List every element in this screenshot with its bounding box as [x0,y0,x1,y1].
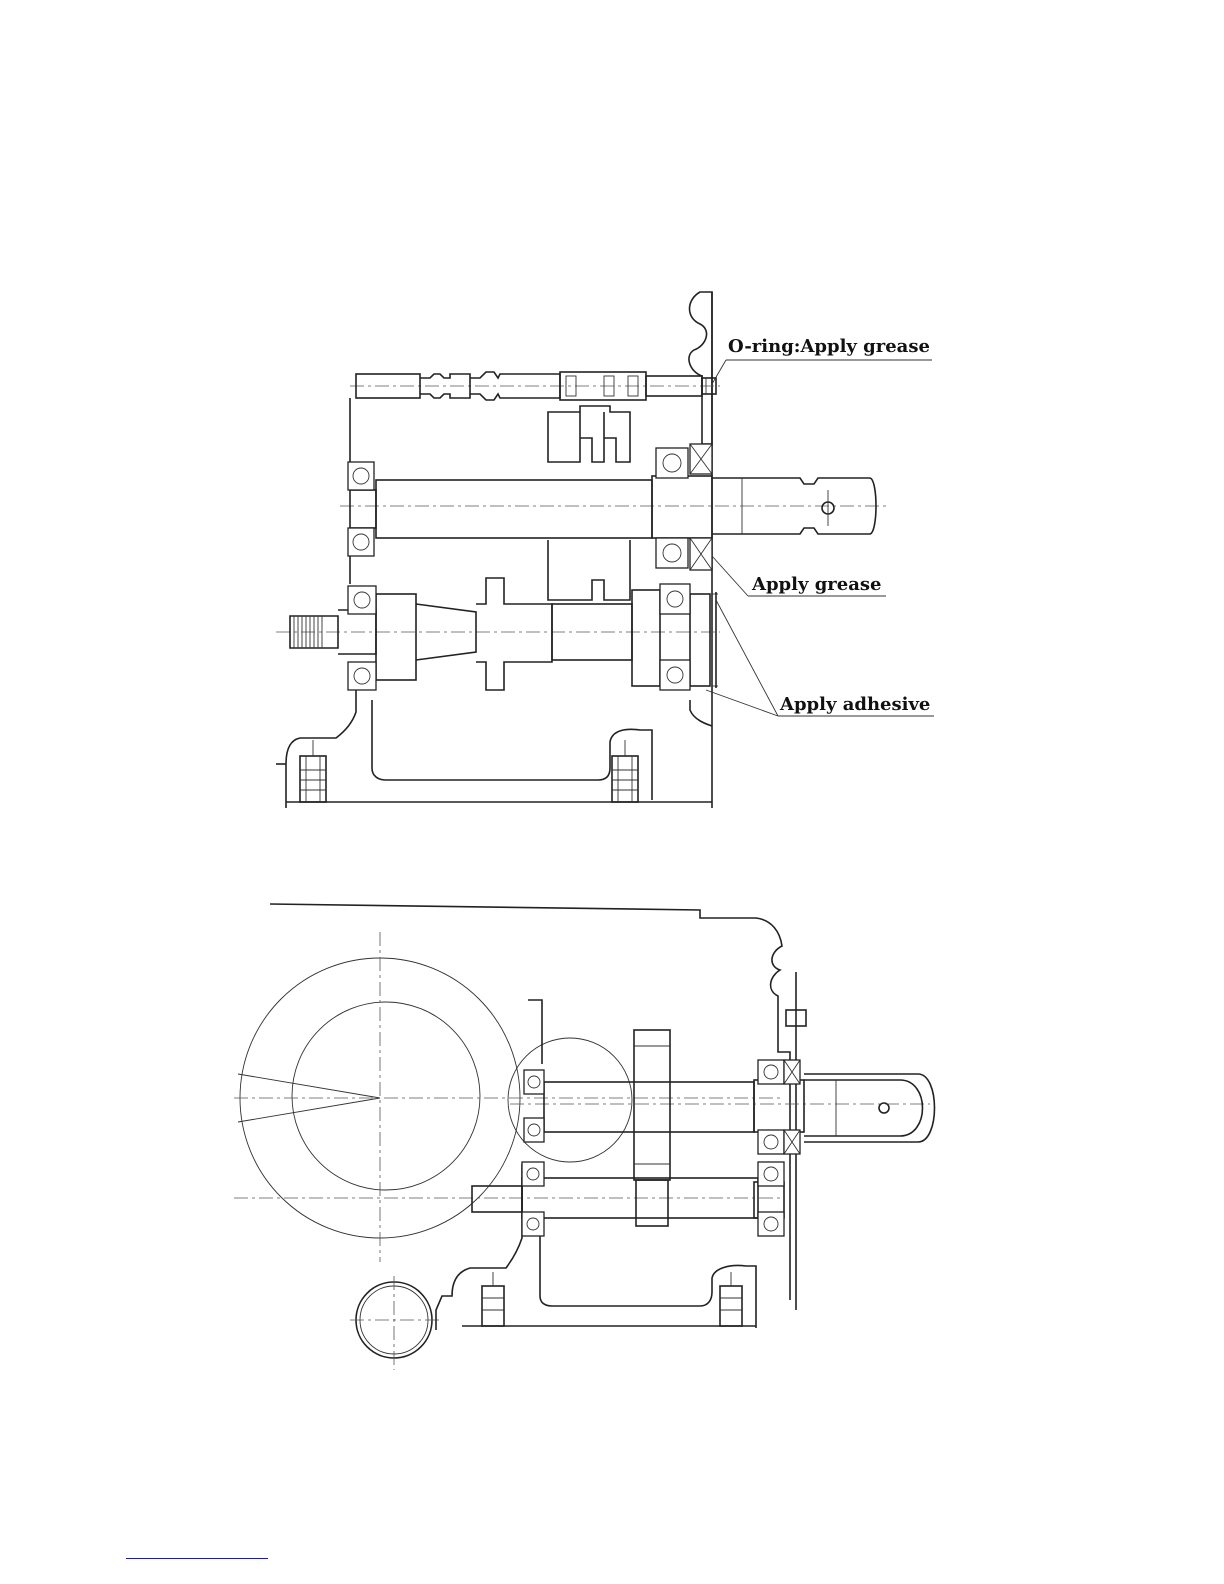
apply-grease-label: Apply grease [751,574,881,595]
bottom-gearbox-section [234,904,935,1370]
top-main-shaft [340,476,890,538]
top-shift-rod [350,372,720,400]
pinion-gear-circle [508,1038,632,1162]
top-callout-adhesive: Apply adhesive [706,600,934,716]
oring-grease-label: O-ring:Apply grease [728,336,930,357]
bottom-bearing-upper-right [758,1060,800,1154]
top-bearing-upper-right [656,444,712,570]
top-bolt-right [612,740,638,802]
top-bolt-left [300,740,326,802]
bottom-countershaft [472,1178,784,1226]
bottom-bearing-lower-left [522,1162,544,1236]
bottom-bolt-left [482,1272,504,1326]
bottom-bearing-upper-left [524,1070,544,1142]
top-bearing-lower-left [348,586,376,690]
bottom-bearing-lower-right [758,1162,784,1236]
top-callout-grease: Apply grease [712,556,886,596]
bottom-bolt-right [720,1272,742,1326]
top-bearing-upper-left [348,462,374,556]
large-gear-inner-circle [292,1002,480,1190]
top-housing-left-wall [286,398,356,808]
top-gearbox-section: O-ring:Apply grease Apply grease Apply a… [276,292,934,808]
footnote-rule [126,1558,268,1559]
top-callout-oring: O-ring:Apply grease [712,336,932,384]
top-countershaft [276,578,720,690]
bottom-main-shaft [510,1030,935,1180]
bottom-housing-top [270,904,790,1300]
top-housing-right-wall [689,292,712,444]
top-shift-fork [548,406,630,462]
top-bearing-lower-right [660,584,690,690]
apply-adhesive-label: Apply adhesive [779,694,930,715]
